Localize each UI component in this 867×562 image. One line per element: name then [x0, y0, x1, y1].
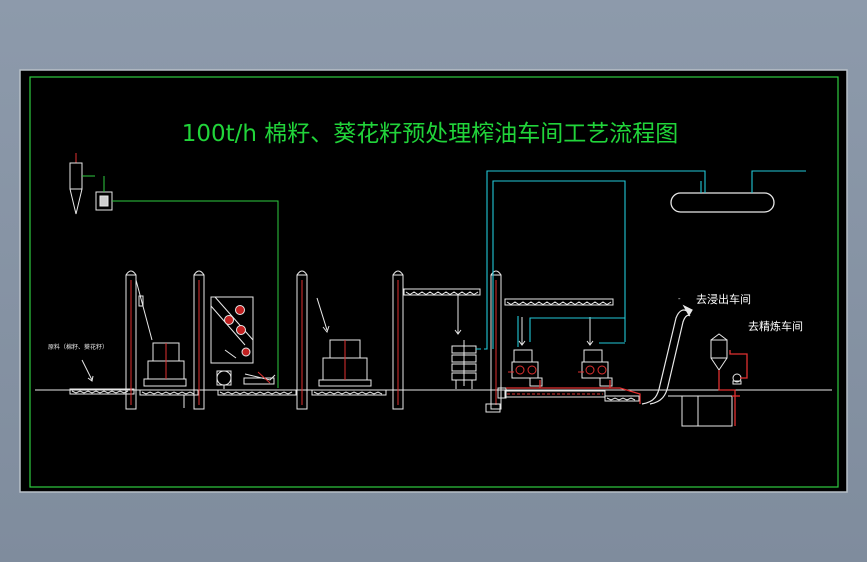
dehuller-separator — [210, 296, 254, 364]
bucket-elevator-1 — [125, 270, 153, 410]
bucket-elevator-2 — [193, 270, 205, 410]
refinery-oil-pipe — [718, 350, 748, 426]
top-screw-conveyor-2 — [504, 298, 614, 346]
screw-press-1 — [508, 349, 543, 387]
flaking-mill — [318, 339, 372, 387]
feed-arrow — [81, 359, 94, 382]
label-to-refinery: 去精炼车间 — [748, 319, 803, 333]
drawing-sheet — [19, 69, 848, 493]
raw-material-note: 原料（棉籽、葵花籽） — [48, 343, 108, 351]
screw-conveyor-3 — [217, 389, 297, 396]
inclined-scraper-conveyor — [641, 304, 693, 405]
screw-conveyor-2 — [139, 389, 199, 408]
cake-conveyor — [497, 387, 606, 399]
screw-conveyor-5 — [604, 395, 640, 402]
label-to-extraction: 去浸出车间 — [696, 292, 751, 306]
crude-oil-tank — [668, 395, 733, 427]
cleaning-sieve-1 — [143, 342, 187, 387]
flow-arrow-3 — [316, 297, 330, 334]
diagram-title: 100t/h 棉籽、葵花籽预处理榨油车间工艺流程图 — [182, 121, 679, 147]
steam-distributor — [670, 192, 775, 213]
top-screw-conveyor-1 — [403, 288, 481, 335]
label-extraction-dash: - — [678, 295, 681, 303]
filter-tank — [710, 333, 742, 385]
press-oil-pipe — [506, 380, 641, 404]
bucket-elevator-4 — [392, 270, 404, 410]
bucket-elevator-5 — [485, 270, 502, 413]
cooker-conditioner — [451, 340, 481, 389]
feed-screw-conveyor-1 — [69, 388, 135, 395]
steam-pipes — [484, 170, 806, 350]
cyclone-separator — [69, 153, 95, 215]
screw-press-2 — [578, 349, 613, 387]
fan-unit — [95, 176, 279, 388]
bucket-elevator-3 — [296, 270, 308, 410]
screw-conveyor-4 — [311, 389, 387, 396]
drawing-border — [29, 76, 839, 488]
vibrating-feeder — [243, 371, 276, 385]
huller-motor — [216, 370, 232, 389]
